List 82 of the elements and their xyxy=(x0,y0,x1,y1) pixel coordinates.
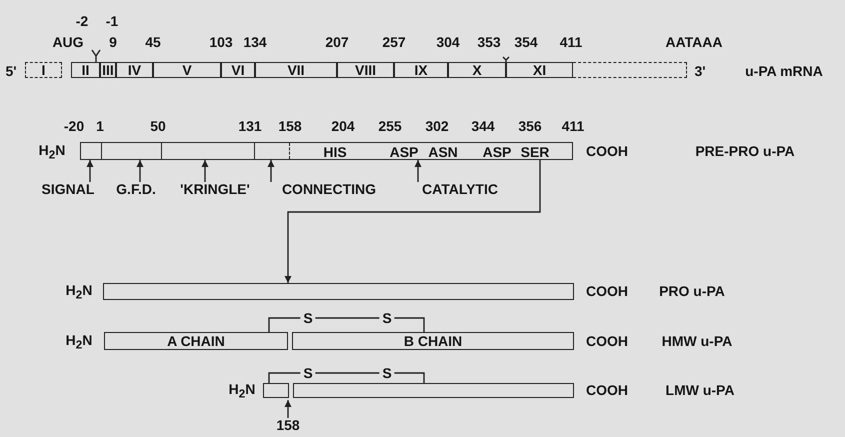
residue-label: ASP xyxy=(390,145,418,159)
residue-label: ASP xyxy=(482,145,512,159)
position-number: 257 xyxy=(382,35,406,49)
position-number: 344 xyxy=(471,119,495,133)
position-number: -1 xyxy=(106,14,118,28)
disulfide-label: S xyxy=(300,311,316,325)
chain-box xyxy=(263,383,289,398)
position-number: 158 xyxy=(276,418,300,432)
exon-box: IX xyxy=(394,62,448,78)
terminus-label: H$_{2}$N xyxy=(66,332,92,352)
molecule-name: u-PA mRNA xyxy=(745,64,823,78)
molecule-name: HMW u-PA xyxy=(662,334,732,348)
chain-box: A CHAIN xyxy=(104,332,288,350)
domain-label: SIGNAL xyxy=(42,182,94,196)
exon-box: II xyxy=(71,62,100,78)
arrow xyxy=(136,160,144,182)
disulfide-label: S xyxy=(300,366,316,380)
position-number: 9 xyxy=(109,35,117,49)
untranslated-region-box xyxy=(573,62,687,78)
terminus-label: COOH xyxy=(586,144,628,158)
molecule-name: PRE-PRO u-PA xyxy=(695,144,795,158)
position-number: -20 xyxy=(64,119,84,133)
arrow xyxy=(268,160,274,182)
position-number: 207 xyxy=(325,35,349,49)
terminus-label: COOH xyxy=(586,383,628,397)
position-number: 103 xyxy=(209,35,233,49)
residue-label: ASN xyxy=(428,145,458,159)
residue-label: HIS xyxy=(323,145,347,159)
position-number: 411 xyxy=(560,35,582,49)
residue-label: SER xyxy=(520,145,550,159)
position-number: 302 xyxy=(425,119,449,133)
terminus-label: H$_{2}$N xyxy=(228,382,256,400)
terminus-label: H$_{2}$N xyxy=(66,282,92,302)
position-number: 134 xyxy=(243,35,267,49)
end-label: 3' xyxy=(694,64,706,78)
position-number: 353 xyxy=(477,35,501,49)
position-number: 411 xyxy=(562,119,584,133)
terminus-label: H$_{2}$N xyxy=(38,142,66,162)
position-number: 354 xyxy=(514,35,538,49)
arrow xyxy=(414,160,422,182)
end-label: 5' xyxy=(5,64,17,78)
position-number: 50 xyxy=(150,119,166,133)
position-number: -2 xyxy=(76,14,88,28)
position-number: 1 xyxy=(96,119,104,133)
exon-box: X xyxy=(448,62,506,78)
arrow xyxy=(86,160,94,182)
domain-label: G.F.D. xyxy=(116,182,156,196)
disulfide-bridge xyxy=(268,372,425,383)
terminus-label: COOH xyxy=(586,284,628,298)
exon-box: I xyxy=(25,62,62,78)
protein-bar xyxy=(80,142,573,160)
exon-box: VI xyxy=(221,62,255,78)
domain-label: CATALYTIC xyxy=(422,182,498,196)
position-number: 45 xyxy=(145,35,161,49)
chain-box: B CHAIN xyxy=(292,332,574,350)
molecule-name: PRO u-PA xyxy=(659,284,725,298)
exon-box: III xyxy=(100,62,116,78)
domain-label: CONNECTING xyxy=(282,182,376,196)
position-number: 158 xyxy=(278,119,302,133)
position-number: 131 xyxy=(238,119,262,133)
arrow xyxy=(202,160,208,182)
exon-box: VIII xyxy=(337,62,394,78)
chain-box xyxy=(293,383,574,398)
position-number: 304 xyxy=(436,35,460,49)
exon-box: IV xyxy=(116,62,153,78)
codon-label: AUG xyxy=(52,35,84,49)
domain-label: 'KRINGLE' xyxy=(180,182,250,196)
disulfide-label: S xyxy=(379,366,395,380)
arrow xyxy=(284,400,292,418)
exon-box: VII xyxy=(255,62,337,78)
position-number: 204 xyxy=(331,119,355,133)
disulfide-label: S xyxy=(379,311,395,325)
terminus-label: COOH xyxy=(586,334,628,348)
position-number: 356 xyxy=(518,119,542,133)
arrow xyxy=(284,160,541,283)
exon-box: V xyxy=(153,62,221,78)
exon-box: XI xyxy=(506,62,573,78)
molecule-name: LMW u-PA xyxy=(666,383,734,397)
sequence-label: AATAAA xyxy=(665,35,723,49)
position-number: 255 xyxy=(378,119,402,133)
disulfide-bridge xyxy=(268,317,425,332)
protein-bar xyxy=(103,283,574,300)
